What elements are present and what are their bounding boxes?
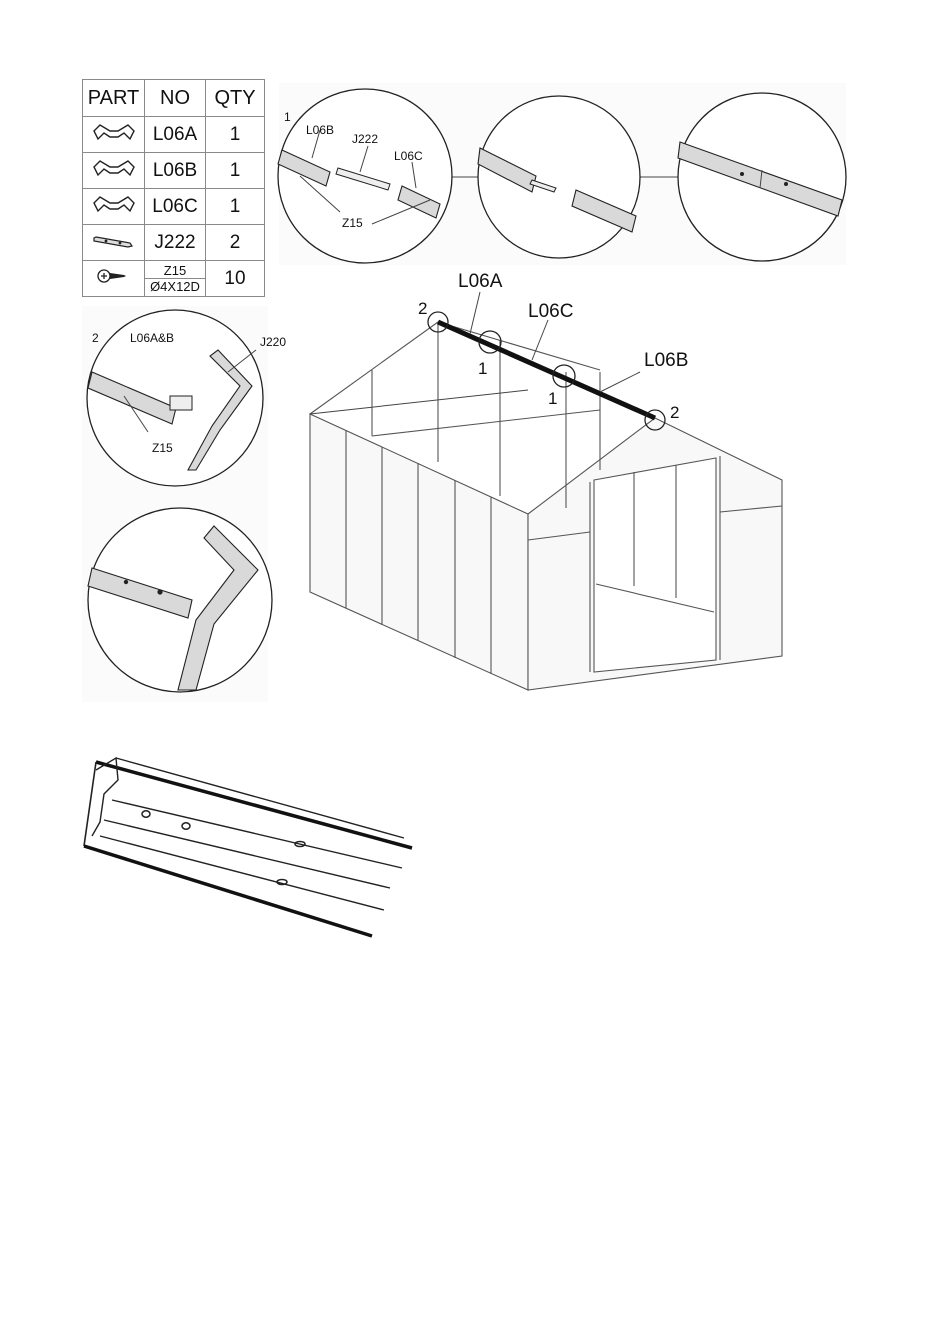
greenhouse-label-l06c: L06C <box>528 301 573 322</box>
greenhouse-drawing <box>310 292 782 690</box>
step1-label-j222: J222 <box>352 132 378 146</box>
step1-detail-exploded <box>278 89 452 263</box>
marker-1-right: 1 <box>548 389 557 408</box>
step2-label-j220: J220 <box>260 335 286 349</box>
step2-label-z15: Z15 <box>152 441 173 455</box>
step1-label-z15: Z15 <box>342 216 363 230</box>
marker-2-left: 2 <box>418 299 427 318</box>
step1-detail-aligned <box>478 96 640 258</box>
step1-detail-joined <box>678 93 846 261</box>
marker-1-left: 1 <box>478 359 487 378</box>
marker-2-right: 2 <box>670 403 679 422</box>
step1-number: 1 <box>284 110 291 124</box>
step2-number: 2 <box>92 331 99 345</box>
step1-label-l06b: L06B <box>306 123 334 137</box>
step1-label-l06c: L06C <box>394 149 423 163</box>
step2-detail-exploded <box>87 310 263 486</box>
step2-detail-joined <box>88 508 272 692</box>
ridge-profile-closeup <box>84 758 412 936</box>
step2-label-l06ab: L06A&B <box>130 331 174 345</box>
greenhouse-label-l06b: L06B <box>644 350 688 371</box>
greenhouse-label-l06a: L06A <box>458 271 503 292</box>
